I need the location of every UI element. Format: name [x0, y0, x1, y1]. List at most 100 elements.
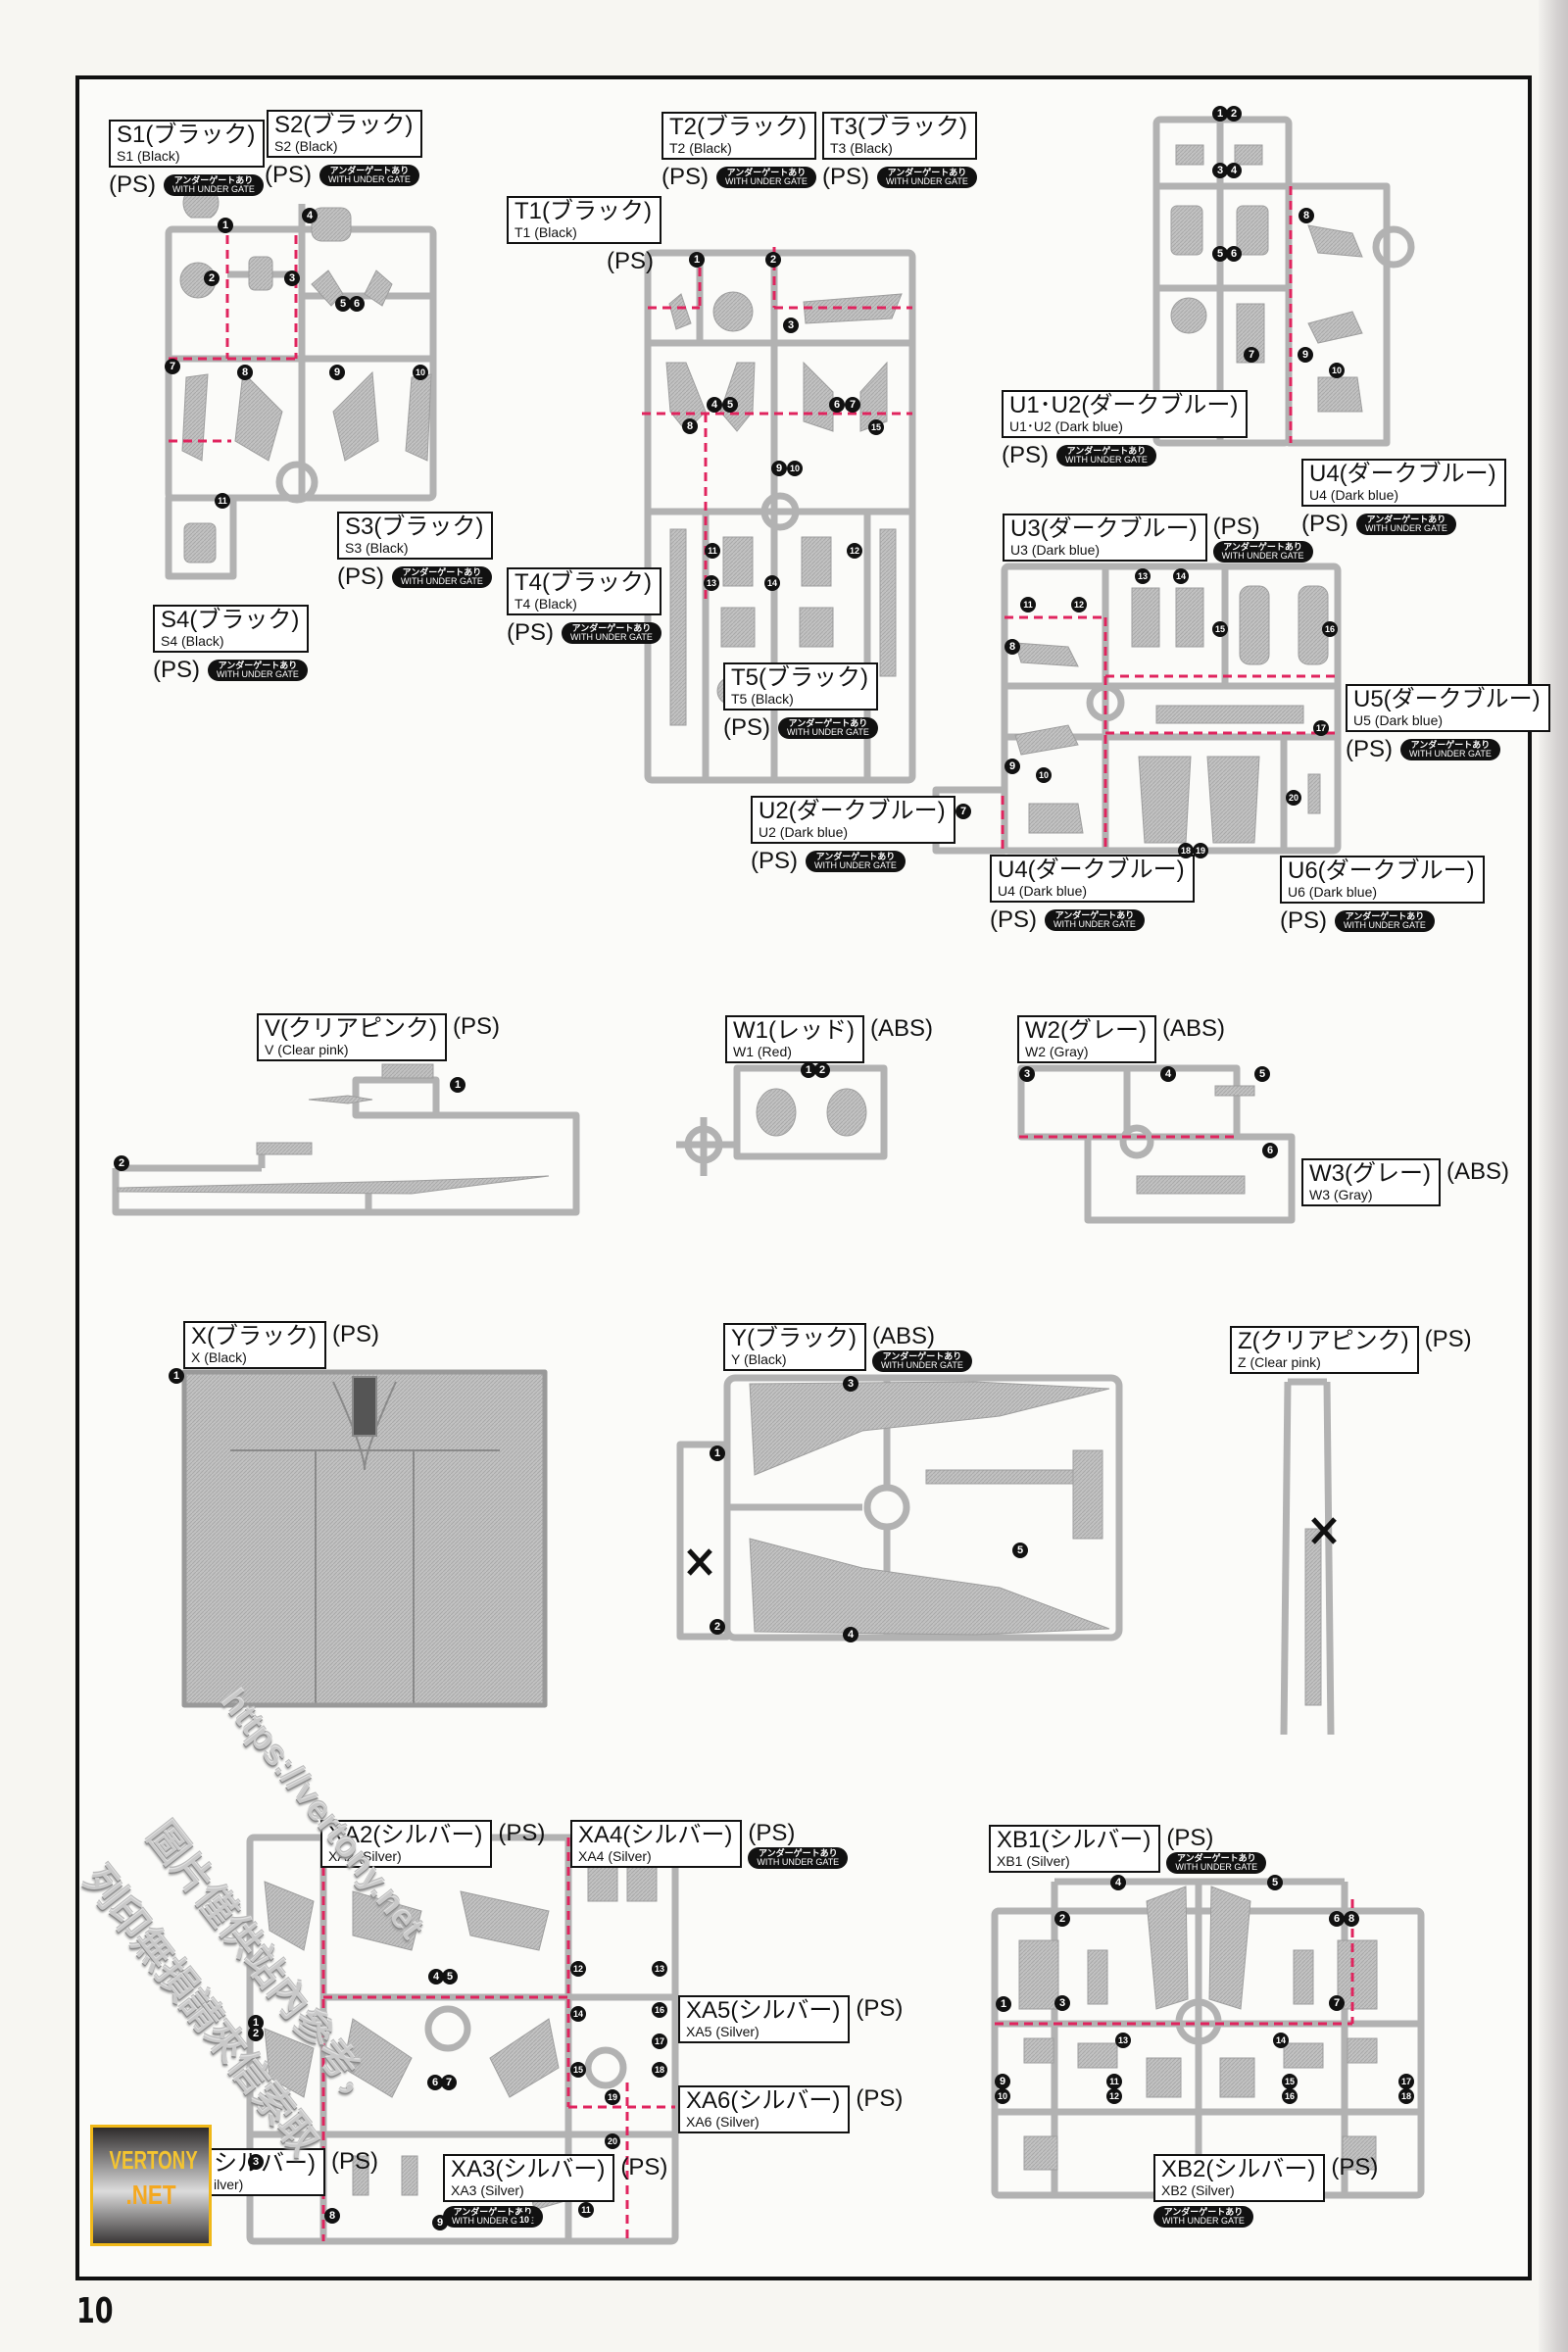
- runner-name-en: X (Black): [191, 1349, 247, 1365]
- runner-name-jp: XA2(シルバー): [328, 1822, 483, 1848]
- part-number-marker: 10: [787, 461, 803, 476]
- runner-name-en: S2 (Black): [274, 138, 338, 154]
- part-number-marker: 3: [1054, 1995, 1070, 2011]
- part-number-marker: 15: [1212, 621, 1228, 637]
- runner-name-jp: Y(ブラック): [731, 1325, 857, 1351]
- part-number-marker: 16: [1322, 621, 1338, 637]
- runner-name-jp: U4(ダークブルー): [998, 857, 1185, 883]
- runner-name-en: XA5 (Silver): [686, 2024, 760, 2039]
- vertony-logo: VERTONY .NET: [90, 2125, 212, 2246]
- part-number-marker: 6: [1226, 246, 1242, 262]
- part-number-marker: 14: [1173, 568, 1189, 584]
- part-number-marker: 10: [1036, 767, 1052, 783]
- runner-name-jp: XB1(シルバー): [997, 1827, 1152, 1853]
- runner-label-XA5: XA5(シルバー)XA5 (Silver) (PS): [678, 1995, 903, 2043]
- part-number-marker: 2: [710, 1619, 725, 1635]
- part-number-marker: 12: [570, 1961, 586, 1977]
- material-label: (PS): [1280, 907, 1327, 934]
- material-label: (PS): [662, 164, 709, 190]
- material-label: (PS): [856, 1995, 904, 2022]
- material-label: (PS): [153, 657, 200, 683]
- part-number-marker: 4: [1226, 163, 1242, 178]
- runner-name-jp: U5(ダークブルー): [1353, 686, 1541, 712]
- part-number-marker: 3: [843, 1376, 858, 1392]
- part-number-marker: 16: [1282, 2088, 1298, 2104]
- part-number-marker: 5: [1212, 246, 1228, 262]
- part-number-marker: 6: [349, 296, 365, 312]
- runner-name-en: XB1 (Silver): [997, 1853, 1070, 1869]
- page-number: 10: [76, 2291, 114, 2331]
- runner-label-XA2: XA2(シルバー)XA2 (Silver)(PS): [320, 1820, 545, 1868]
- part-number-marker: 9: [771, 461, 787, 476]
- material-label: (PS): [990, 906, 1037, 933]
- part-number-marker: 11: [705, 543, 720, 559]
- part-number-marker: 1: [450, 1077, 466, 1093]
- runner-name-en: U3 (Dark blue): [1010, 542, 1101, 558]
- runner-label-XA6: XA6(シルバー)XA6 (Silver)(PS): [678, 2085, 903, 2133]
- part-number-marker: 9: [1298, 347, 1313, 363]
- part-number-marker: 11: [1106, 2074, 1122, 2089]
- material-label: (PS): [856, 2085, 904, 2112]
- part-number-marker: 7: [845, 397, 860, 413]
- runner-name-jp: XA5(シルバー): [686, 1997, 841, 2024]
- runner-name-en: ilver): [214, 2177, 244, 2192]
- runner-name-en: U2 (Dark blue): [759, 824, 849, 840]
- runner-name-en: Y (Black): [731, 1351, 787, 1367]
- material-label: (PS): [498, 1820, 546, 1846]
- part-number-marker: 9: [1004, 759, 1020, 774]
- material-label: (PS): [822, 164, 869, 190]
- runner-name-jp: U2(ダークブルー): [759, 798, 946, 824]
- part-number-marker: 10: [1329, 363, 1345, 378]
- runner-name-en: S1 (Black): [117, 148, 180, 164]
- part-number-marker: 3: [1212, 163, 1228, 178]
- part-number-marker: 3: [248, 2154, 264, 2170]
- runner-name-jp: X(ブラック): [191, 1323, 317, 1349]
- part-number-marker: 13: [1115, 2033, 1131, 2048]
- runner-name-en: Z (Clear pink): [1238, 1354, 1321, 1370]
- material-label: (PS): [723, 714, 770, 741]
- runner-name-jp: U3(ダークブルー): [1010, 515, 1198, 542]
- material-label: (PS): [1166, 1825, 1214, 1851]
- runner-label-X: X(ブラック)X (Black)(PS): [183, 1321, 379, 1369]
- material-label: (PS): [1002, 442, 1049, 468]
- runner-name-en: W1 (Red): [733, 1044, 792, 1059]
- part-number-marker: 5: [335, 296, 351, 312]
- runner-name-jp: XA4(シルバー): [578, 1822, 733, 1848]
- runner-name-jp: W3(グレー): [1309, 1160, 1431, 1187]
- part-number-marker: 15: [570, 2062, 586, 2078]
- runner-name-jp: T1(ブラック): [514, 198, 652, 224]
- part-number-marker: 8: [237, 365, 253, 380]
- runner-T: [644, 249, 916, 784]
- material-label: (ABS): [872, 1323, 936, 1349]
- runner-label-T1: T1(ブラック)T1 (Black) (PS): [507, 196, 662, 275]
- material-label: (PS): [1346, 736, 1393, 762]
- part-number-marker: 15: [868, 419, 884, 435]
- material-label: (PS): [1424, 1326, 1472, 1352]
- part-number-marker: 4: [843, 1627, 858, 1642]
- part-number-marker: 1: [710, 1446, 725, 1461]
- runner-name-jp: W1(レッド): [733, 1017, 855, 1044]
- runner-name-jp: U4(ダークブルー): [1309, 461, 1496, 487]
- runner-label-W2: W2(グレー)W2 (Gray)(ABS): [1017, 1015, 1225, 1063]
- part-number-marker: 13: [652, 1961, 667, 1977]
- part-number-marker: 11: [578, 2202, 594, 2218]
- part-number-marker: 14: [1273, 2033, 1289, 2048]
- runner-name-jp: シルバー): [214, 2150, 316, 2177]
